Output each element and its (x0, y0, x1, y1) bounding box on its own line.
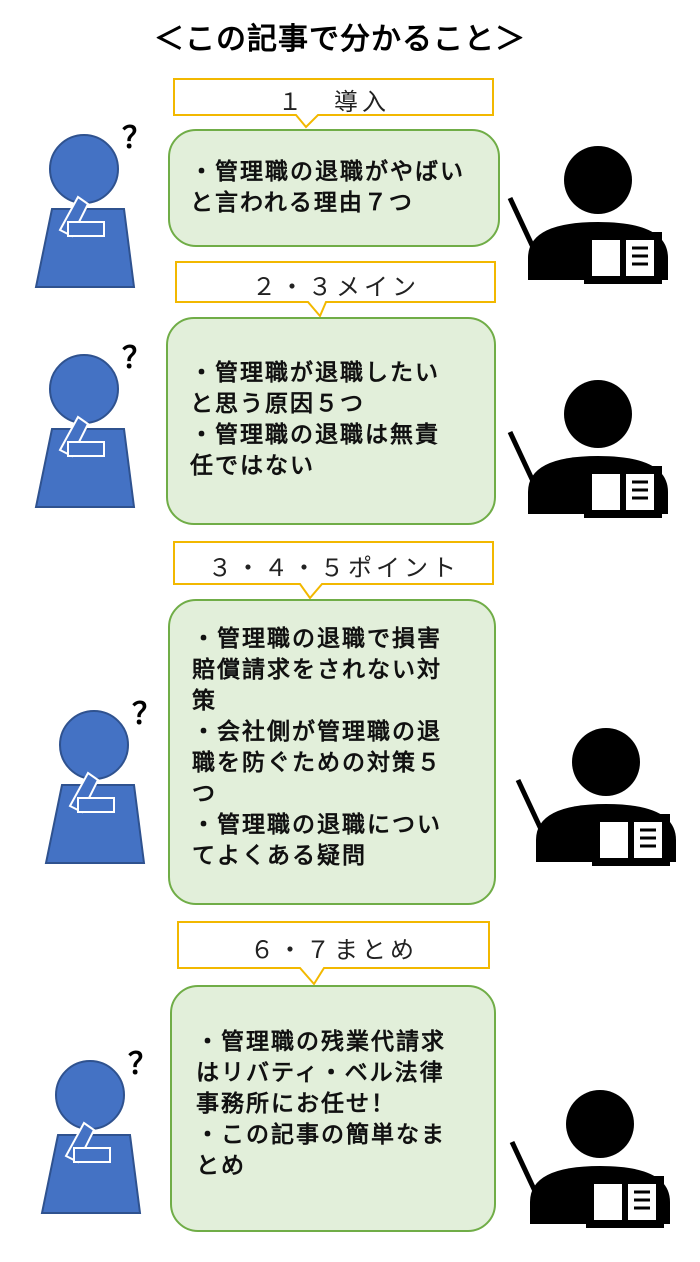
section-3-line: 職を防ぐための対策５ (192, 750, 442, 776)
page-title: ＜この記事で分かること＞ (154, 22, 526, 57)
section-2-line: ・管理職の退職は無責 (190, 422, 440, 448)
question-mark-icon: ？ (122, 121, 152, 156)
section-3-bubble (168, 599, 496, 905)
student-figure: ？ (34, 112, 154, 290)
section-3-line: ・管理職の退職につい (192, 812, 442, 838)
teacher-figure (500, 140, 670, 290)
section-2-line: と思う原因５つ (190, 391, 365, 417)
section-2-callout: ２・３メイン (174, 260, 498, 318)
section-1-callout: １ 導入 (172, 77, 496, 129)
teacher-figure (500, 374, 670, 524)
student-figure: ？ (34, 332, 154, 510)
teacher-with-book-icon (507, 380, 668, 518)
section-3-line: てよくある疑問 (192, 843, 367, 869)
student-figure: ？ (44, 688, 164, 866)
section-4-text: ・管理職の残業代請求 はリバティ・ベル法律 事務所にお任せ！ ・この記事の簡単な… (196, 1027, 446, 1182)
teacher-with-book-icon (509, 1090, 670, 1228)
section-2-text: ・管理職が退職したい と思う原因５つ ・管理職の退職は無責 任ではない (190, 358, 440, 482)
section-4-line: ・この記事の簡単なま (196, 1122, 446, 1148)
student-figure: ？ (40, 1038, 160, 1216)
section-3-line: 賠償請求をされない対 (192, 657, 442, 683)
section-3-line: ・会社側が管理職の退 (192, 719, 442, 745)
section-4-callout: ６・７まとめ (176, 920, 492, 986)
thinking-person-icon: ？ (34, 341, 152, 508)
section-3-line: 策 (192, 688, 217, 714)
thinking-person-icon: ？ (40, 1047, 158, 1214)
section-2-bubble (166, 317, 496, 525)
section-2-line: ・管理職が退職したい (190, 360, 440, 386)
question-mark-icon: ？ (128, 1047, 158, 1082)
teacher-figure (508, 722, 678, 872)
teacher-with-book-icon (515, 728, 676, 866)
section-1-bubble (168, 129, 500, 247)
teacher-figure (502, 1084, 672, 1234)
section-2-label: ２・３メイン (252, 273, 420, 301)
section-4-line: とめ (196, 1153, 246, 1179)
section-4-line: ・管理職の残業代請求 (196, 1029, 446, 1055)
section-4-line: 事務所にお任せ！ (196, 1091, 396, 1117)
section-1-text: ・管理職の退職がやばい と言われる理由７つ (190, 157, 465, 219)
thinking-person-icon: ？ (44, 697, 162, 864)
section-1-label: １ 導入 (278, 88, 390, 116)
section-3-line: ・管理職の退職で損害 (192, 626, 442, 652)
section-4-bubble (170, 985, 496, 1232)
section-3-callout: ３・４・５ポイント (172, 540, 496, 600)
question-mark-icon: ？ (122, 341, 152, 376)
section-3-text: ・管理職の退職で損害 賠償請求をされない対 策 ・会社側が管理職の退 職を防ぐた… (192, 624, 442, 872)
section-1-line: と言われる理由７つ (190, 190, 414, 216)
thinking-person-icon: ？ (34, 121, 152, 288)
section-1-line: ・管理職の退職がやばい (190, 159, 465, 185)
teacher-with-book-icon (507, 146, 668, 284)
question-mark-icon: ？ (132, 697, 162, 732)
section-3-line: つ (192, 781, 217, 807)
section-4-label: ６・７まとめ (250, 936, 418, 964)
section-4-line: はリバティ・ベル法律 (196, 1060, 445, 1086)
section-3-label: ３・４・５ポイント (208, 554, 460, 582)
section-2-line: 任ではない (190, 453, 315, 479)
